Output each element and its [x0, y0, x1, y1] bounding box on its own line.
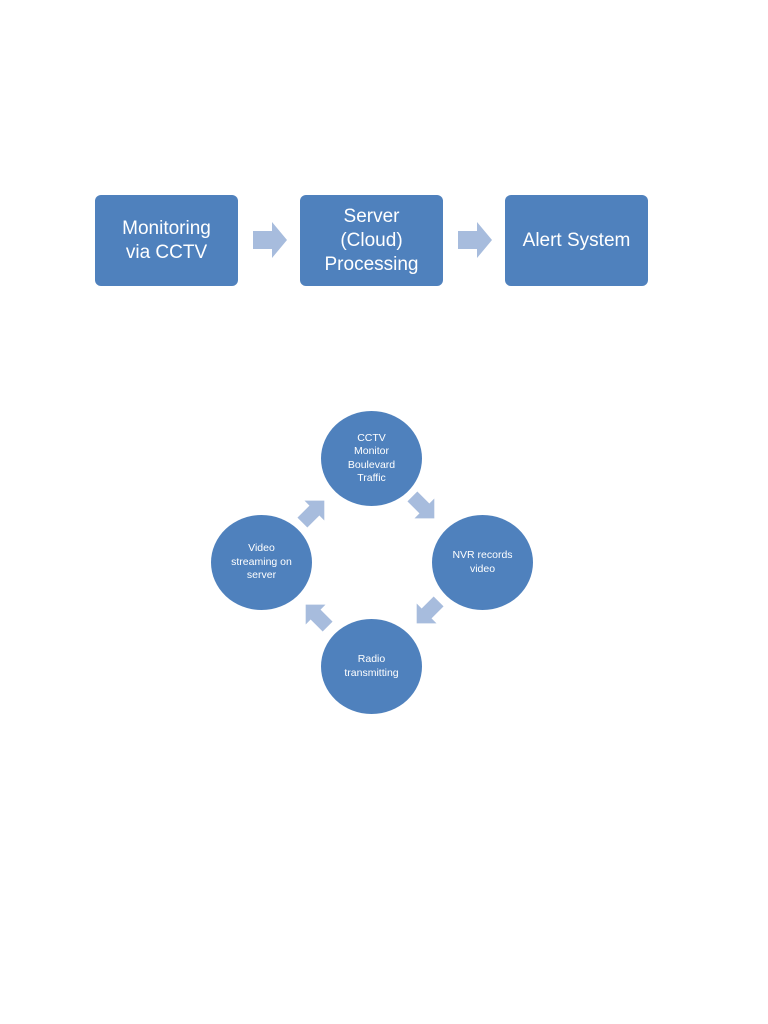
cycle-node-video-streaming: Video streaming on server [211, 515, 312, 610]
cycle-node-radio-transmitting: Radio transmitting [321, 619, 422, 714]
cycle-arrow-left-to-top-icon [297, 500, 325, 528]
flow-arrow-right-icon [458, 222, 492, 258]
cycle-arrow-bottom-to-left-icon [305, 604, 333, 632]
cycle-arrow-right-to-bottom-icon [416, 596, 444, 624]
flow-step-server-cloud-processing: Server (Cloud) Processing [300, 195, 443, 286]
flow-arrow-right-icon [253, 222, 287, 258]
cycle-node-cctv-monitor: CCTV Monitor Boulevard Traffic [321, 411, 422, 506]
flow-step-monitoring-via-cctv: Monitoring via CCTV [95, 195, 238, 286]
flow-step-alert-system: Alert System [505, 195, 648, 286]
cycle-node-nvr-records: NVR records video [432, 515, 533, 610]
cycle-arrow-top-to-right-icon [407, 491, 435, 519]
